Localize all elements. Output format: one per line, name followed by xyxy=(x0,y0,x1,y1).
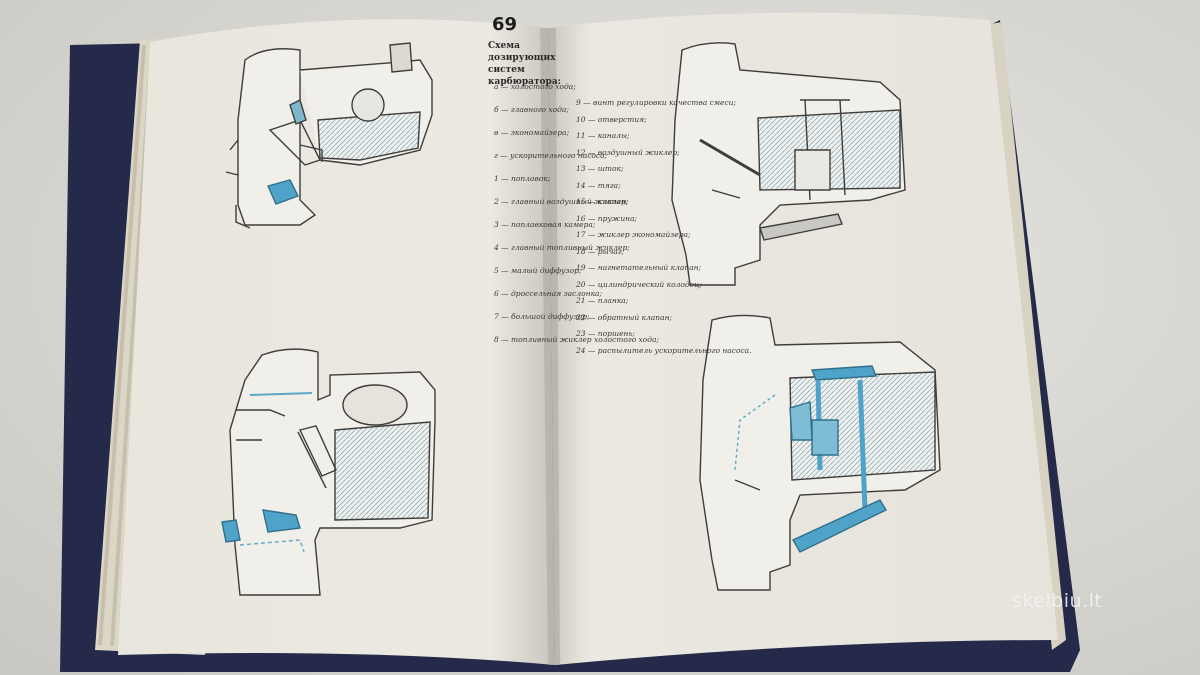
legend-item: 4 — главный топливный жиклер; xyxy=(494,243,630,252)
legend-item: 13 — шток; xyxy=(576,164,624,173)
legend-item: б — главного хода; xyxy=(494,105,569,114)
legend-item: 3 — поплавковая камера; xyxy=(494,220,596,229)
legend-item: 18 — рычаг; xyxy=(576,246,625,256)
legend-item: 22 — обратный клапан; xyxy=(576,312,673,322)
skelbiu-watermark: skelbiu.lt xyxy=(1012,590,1103,612)
legend-item: 16 — пружина; xyxy=(576,213,638,223)
page-edges-right xyxy=(990,22,1066,650)
carburetor-diagram-bottom-right xyxy=(699,314,941,591)
page-number: 69 xyxy=(492,14,518,35)
gutter xyxy=(540,28,560,665)
legend-item: в — экономайзера; xyxy=(494,128,570,137)
legend-item: а — холостого хода; xyxy=(494,82,576,91)
legend-item: 2 — главный воздушный жиклер; xyxy=(494,197,629,206)
carburetor-diagram-top-left xyxy=(225,42,433,229)
legend-item: 23 — поршень; xyxy=(576,329,636,338)
left-page xyxy=(118,19,555,665)
legend-item: 21 — планка; xyxy=(576,296,629,305)
legend-item: 12 — воздушный жиклер; xyxy=(576,147,680,157)
legend-item: 15 — клапан; xyxy=(576,197,629,206)
carburetor-diagram-bottom-left xyxy=(221,348,436,596)
legend-item: 7 — большой диффузор; xyxy=(494,312,590,321)
legend-item: 1 — поплавок; xyxy=(494,174,551,183)
carburetor-diagram-top-right xyxy=(671,42,906,286)
legend-item: 10 — отверстия; xyxy=(576,114,647,124)
legend-item: 17 — жиклер экономайзера; xyxy=(576,230,691,239)
legend-item: 6 — дроссельная заслонка; xyxy=(494,289,603,298)
legend-item: г — ускорительного насоса; xyxy=(494,151,608,160)
legend-item: 9 — винт регулировки качества смеси; xyxy=(576,98,737,107)
legend-item: 8 — топливный жиклер холостого хода; xyxy=(494,335,660,344)
legend-item: 14 — тяга; xyxy=(576,180,621,190)
legend-item: 19 — нагнетательный клапан; xyxy=(576,263,702,272)
legend-item: 11 — каналы; xyxy=(576,131,630,140)
legend-item: 5 — малый диффузор; xyxy=(494,266,582,275)
legend-item: 24 — распылитель ускорительного насоса. xyxy=(576,345,752,355)
legend-item: 20 — цилиндрический колодец; xyxy=(576,279,702,289)
figure-caption-title: Схема дозирующих систем карбюратора: xyxy=(488,41,562,87)
